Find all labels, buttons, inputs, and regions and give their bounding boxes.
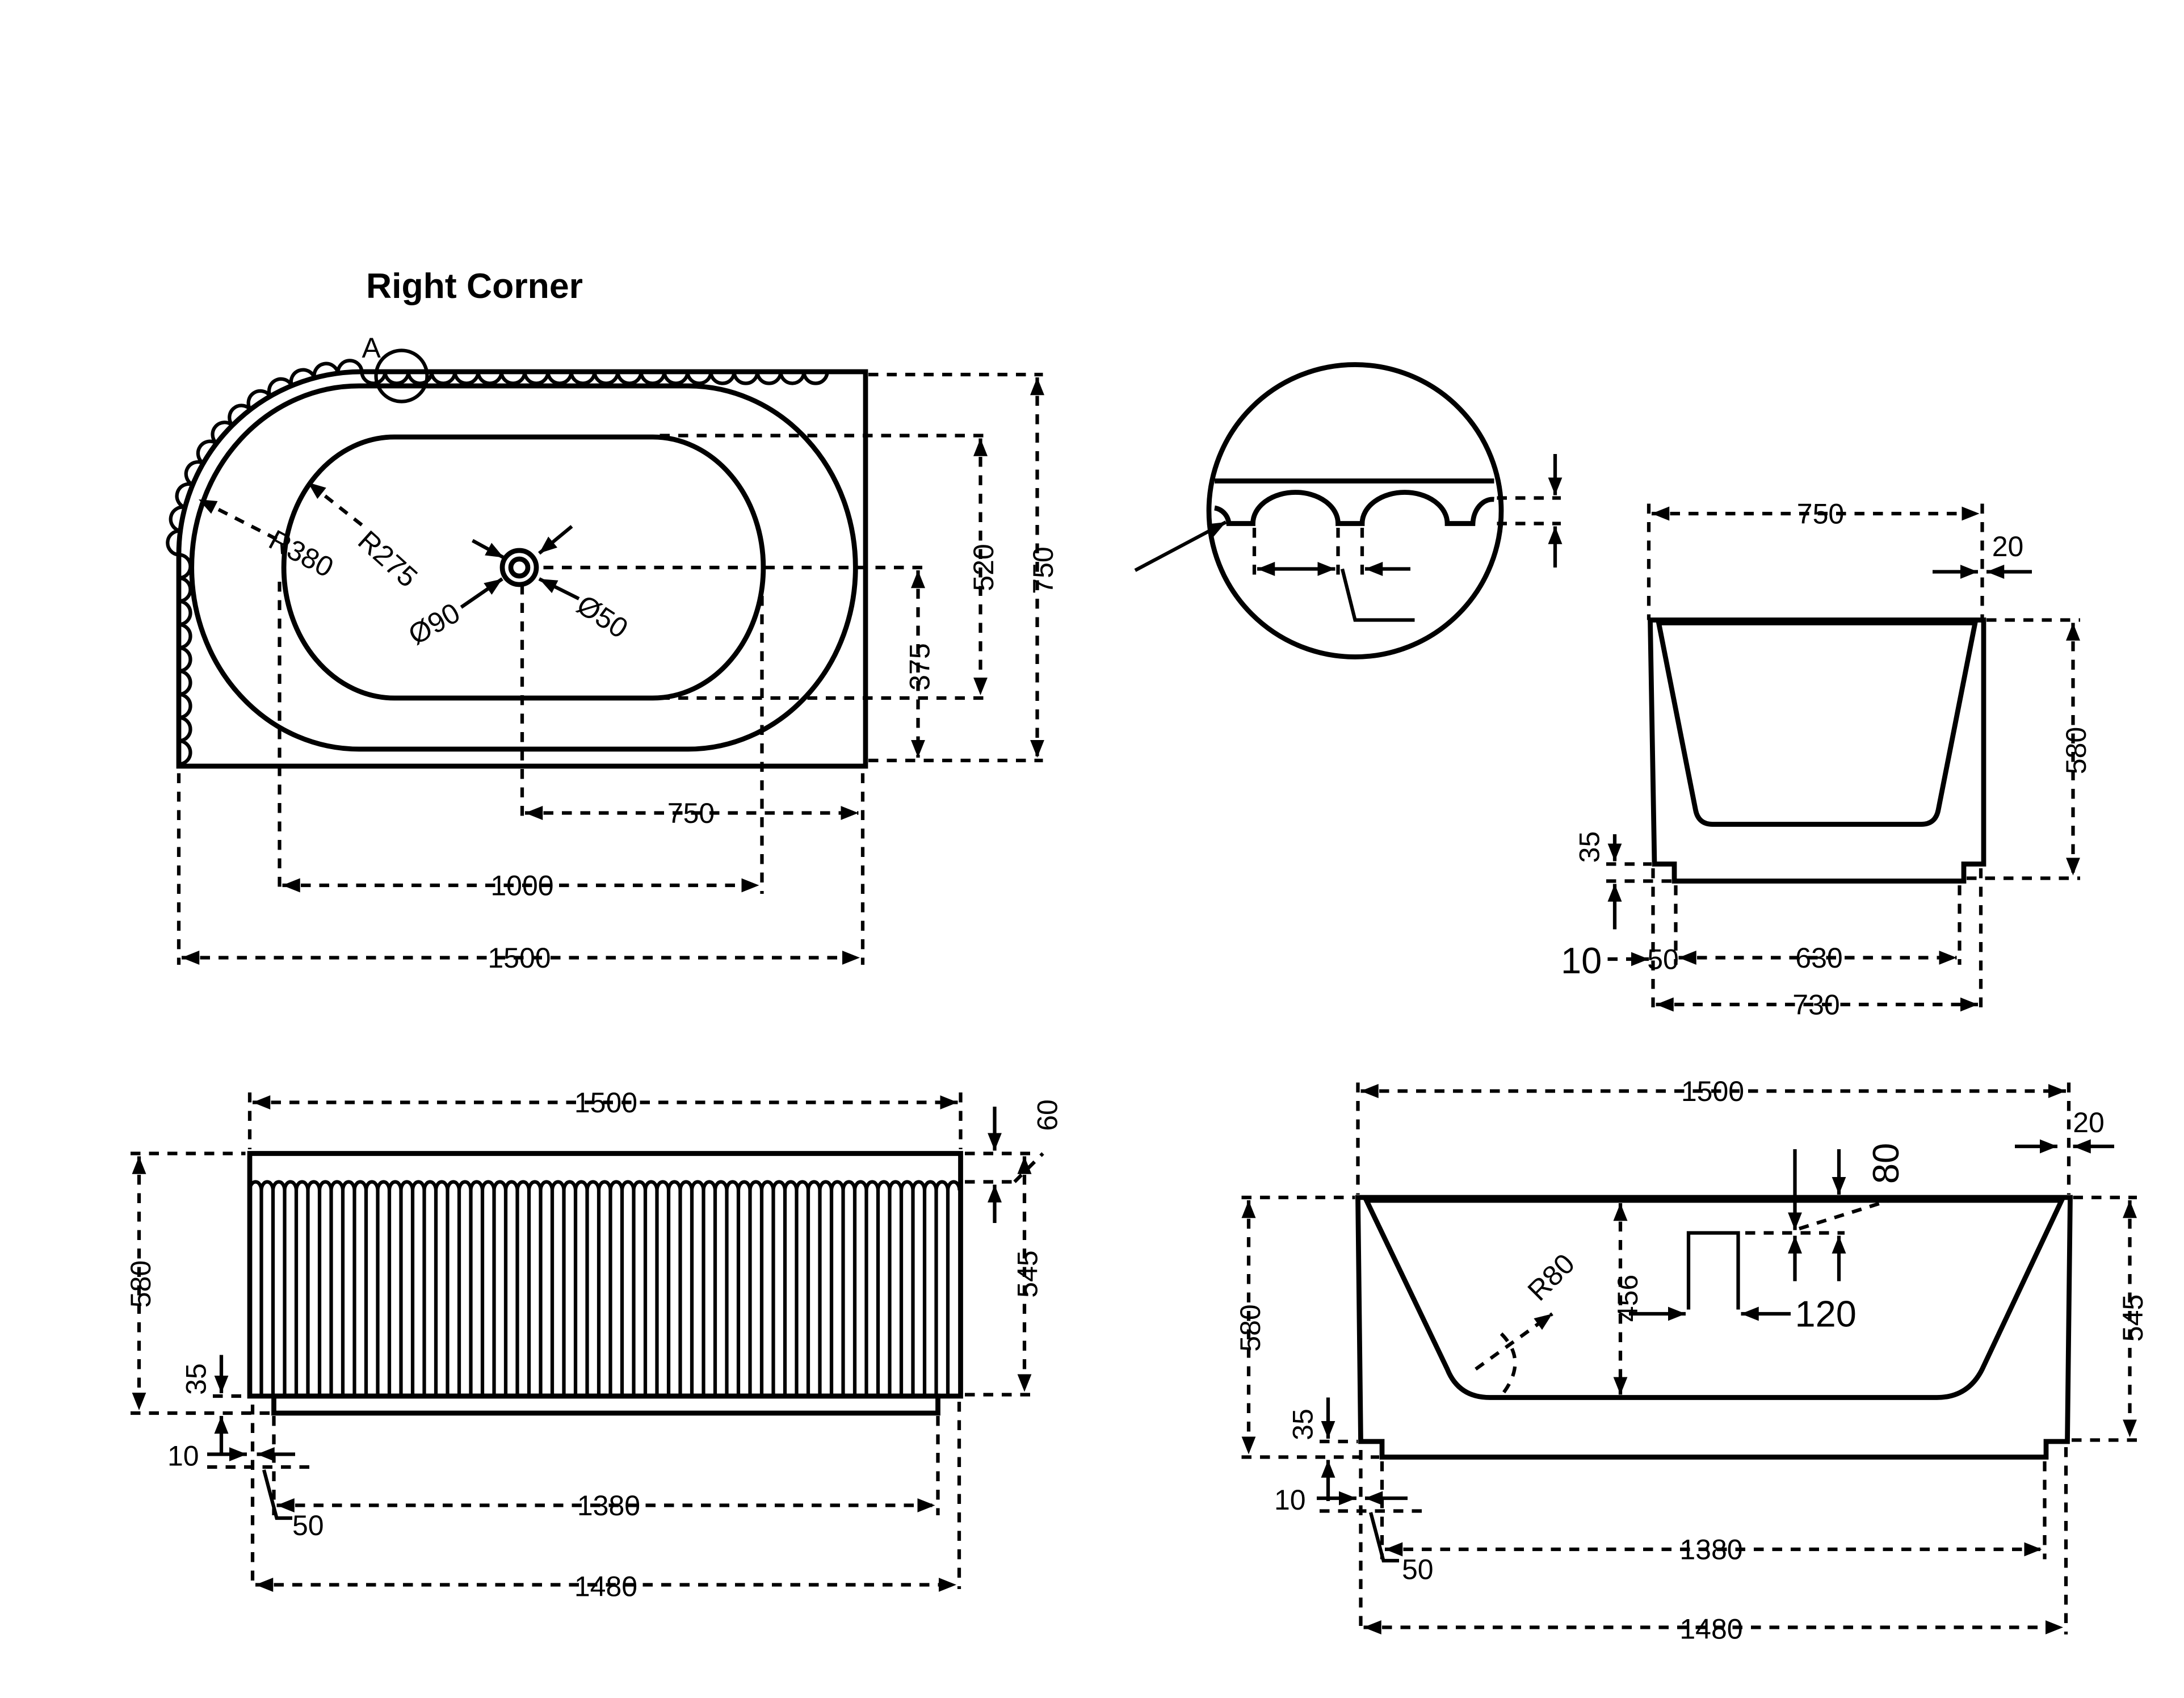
r275-label: R275 — [352, 524, 423, 594]
dim-section-456: 456 — [1612, 1275, 1644, 1322]
dim-end-20: 20 — [1992, 531, 2024, 562]
dim-end-50: 50 — [1647, 943, 1679, 975]
detail-a-view — [1134, 362, 1563, 659]
dim-front-1380: 1380 — [577, 1490, 640, 1522]
dim-section-50: 50 — [1402, 1554, 1434, 1586]
dim-section-545: 545 — [2117, 1294, 2149, 1342]
dim-front-1500: 1500 — [574, 1087, 637, 1119]
r380-label: R380 — [264, 524, 339, 584]
detail-scallop-profile — [1214, 490, 1494, 526]
plan-inner-rim — [189, 383, 858, 752]
drawing-title: Right Corner — [366, 266, 583, 306]
r380-leader — [198, 498, 278, 541]
r80-leader — [1475, 1312, 1553, 1371]
dim-plan-520: 520 — [968, 544, 999, 591]
dim-foot-leader — [262, 1469, 293, 1520]
dim-end-630: 630 — [1795, 942, 1842, 974]
end-view: 750 20 580 35 10 50 630 730 — [1561, 498, 2092, 1020]
dim-section-1380: 1380 — [1679, 1534, 1742, 1566]
detail-a-circle — [1206, 362, 1504, 659]
front-view: 1500 60 545 580 35 10 50 1380 1480 — [125, 1087, 1064, 1603]
scallop-arcs — [166, 359, 829, 766]
drain-diameter-90: Ø90 — [403, 596, 465, 651]
dim-front-1480: 1480 — [574, 1571, 637, 1603]
drain-leader-a — [472, 539, 505, 560]
section-view: 1500 20 80 120 456 R80 580 545 35 — [1234, 1075, 2149, 1645]
dim-section-20: 20 — [2073, 1107, 2105, 1138]
dim-section-1480: 1480 — [1679, 1613, 1742, 1645]
dim-plan-750-drain: 750 — [667, 797, 715, 829]
end-outer-profile — [1648, 617, 1986, 884]
front-plinth — [271, 1393, 940, 1416]
detail-a-marker: A — [362, 332, 381, 364]
section-basin — [1362, 1197, 2066, 1400]
dim-section-r80: R80 — [1522, 1247, 1581, 1306]
front-fluted-panel — [247, 1180, 963, 1395]
dim-section-80: 80 — [1865, 1143, 1906, 1184]
dim-front-10: 10 — [167, 1440, 199, 1472]
drain-outer-circle — [499, 548, 539, 587]
detail-a-callout-circle — [374, 348, 429, 404]
dim-band-leader — [1013, 1152, 1044, 1183]
drain-leader-c — [460, 577, 503, 609]
dim-front-60: 60 — [1032, 1099, 1064, 1131]
dim-foot-leader — [1368, 1512, 1400, 1563]
drain-leader-b — [538, 525, 573, 555]
dim-end-750: 750 — [1797, 498, 1844, 529]
dim-overflow-leader — [1799, 1197, 1895, 1230]
plan-fluted-edge — [166, 359, 829, 766]
dim-section-1500: 1500 — [1681, 1075, 1744, 1107]
plan-basin — [281, 434, 766, 701]
r80-arc — [1498, 1332, 1517, 1399]
dim-section-10: 10 — [1274, 1484, 1306, 1516]
dim-plan-750-height: 750 — [1027, 547, 1059, 594]
section-outer-profile — [1355, 1195, 2073, 1460]
flute-ribs — [247, 1180, 963, 1395]
section-overflow — [1686, 1231, 1740, 1310]
r275-leader — [306, 481, 363, 527]
dim-plan-1500: 1500 — [488, 942, 551, 974]
detail-label-leader — [1340, 568, 1415, 622]
dim-end-580: 580 — [2060, 727, 2092, 774]
dim-section-580: 580 — [1234, 1304, 1266, 1351]
dim-end-10: 10 — [1561, 940, 1602, 981]
dim-front-35: 35 — [180, 1363, 212, 1395]
dim-front-580: 580 — [125, 1260, 157, 1308]
dim-end-35: 35 — [1574, 831, 1606, 863]
drain-leader-d — [538, 577, 580, 600]
detail-leader-arrow — [1134, 520, 1227, 572]
drain-inner-circle — [508, 556, 531, 579]
dim-plan-1000: 1000 — [490, 869, 553, 901]
drain-diameter-50: Ø50 — [572, 589, 634, 644]
dim-front-50: 50 — [292, 1510, 324, 1541]
dim-plan-375: 375 — [904, 643, 936, 690]
dim-front-545: 545 — [1012, 1250, 1044, 1297]
dim-section-120: 120 — [1795, 1293, 1857, 1335]
dim-section-35: 35 — [1287, 1409, 1319, 1440]
end-basin — [1656, 620, 1979, 827]
plan-view: A R380 R275 Ø90 Ø50 750 520 375 — [166, 332, 1059, 974]
dim-end-730: 730 — [1792, 989, 1839, 1020]
